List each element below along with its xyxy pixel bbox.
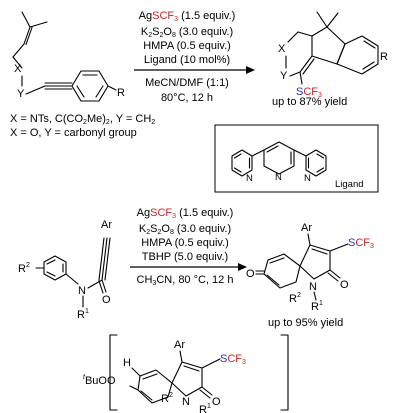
product2-o-left-label: O <box>246 268 255 280</box>
reaction2-conditions: AgSCF3 (1.5 equiv.) K2S2O8 (3.0 equiv.) … <box>130 207 247 287</box>
reaction1-product: R X Y SCF3 up to 87% yield <box>272 11 388 108</box>
note-x-nts: X = NTs, C(CO2Me)2, Y = CH2 <box>10 113 155 126</box>
reaction2-reagent-hmpa: HMPA (0.5 equiv.) <box>141 237 229 249</box>
reaction1-reagent-ligand: Ligand (10 mol%) <box>144 54 230 66</box>
reaction1-reagent-ag-scf3: AgSCF3 (1.5 equiv.) <box>139 10 236 23</box>
product1-scf3-label: SCF3 <box>296 86 322 99</box>
substrate2-o-label: O <box>102 294 111 306</box>
reaction1-yield: up to 87% yield <box>272 96 347 108</box>
ligand-label: Ligand <box>335 179 364 190</box>
reaction1-reagent-k2s2o8: K2S2O8 (3.0 equiv.) <box>141 26 233 39</box>
product2-n-label: N <box>309 281 317 293</box>
substrate1-y-label: Y <box>17 88 25 100</box>
reaction2-product: Ar SCF3 O N R1 O R2 up to 95% yield <box>246 222 374 329</box>
product2-ar-label: Ar <box>301 222 312 234</box>
reaction2-reagent-tbhp: TBHP (5.0 equiv.) <box>142 251 228 263</box>
substrate1-x-label: X <box>14 63 22 75</box>
reaction2-solvent-temp: CH3CN, 80 °C, 12 h <box>137 274 234 287</box>
product1-x-label: X <box>278 43 286 55</box>
ligand-n-center: N <box>275 172 282 183</box>
intermediate-h-label: H <box>123 357 131 369</box>
reaction1-conditions: AgSCF3 (1.5 equiv.) K2S2O8 (3.0 equiv.) … <box>134 10 255 104</box>
product2-o-right-label: O <box>340 279 349 291</box>
reaction2-reagent-k2s2o8: K2S2O8 (3.0 equiv.) <box>139 223 231 236</box>
ligand-n-left: N <box>246 173 253 184</box>
reaction1-temp-time: 80°C, 12 h <box>161 92 213 104</box>
intermediate-n-label: N <box>182 396 190 408</box>
reaction1-substrate: X Y R <box>12 11 125 102</box>
reaction1-notes: X = NTs, C(CO2Me)2, Y = CH2 X = O, Y = c… <box>10 113 155 139</box>
substrate2-n-label: N <box>78 285 86 297</box>
intermediate-o-label: O <box>212 396 221 408</box>
product2-scf3-label: SCF3 <box>348 237 374 250</box>
intermediate-ar-label: Ar <box>174 339 185 351</box>
intermediate-bracket: Ar SCF3 O N R1 H tBuOO R2 <box>83 334 289 413</box>
product1-r-label: R <box>380 51 388 63</box>
note-x-o: X = O, Y = carbonyl group <box>10 127 137 139</box>
reaction2-reagent-ag-scf3: AgSCF3 (1.5 equiv.) <box>137 207 234 220</box>
intermediate-tbuoo-label: tBuOO <box>83 374 116 387</box>
substrate2-ar-label: Ar <box>101 219 112 231</box>
ligand-n-right: N <box>304 173 311 184</box>
ligand-box: N N N Ligand <box>214 124 379 193</box>
substrate1-r-label: R <box>117 87 125 99</box>
reaction1-solvent: MeCN/DMF (1:1) <box>145 77 229 89</box>
reaction1-reagent-hmpa: HMPA (0.5 equiv.) <box>143 40 231 52</box>
intermediate-r1-label: R1 <box>199 403 211 413</box>
product2-r2-label: R2 <box>289 292 301 305</box>
intermediate-scf3-label: SCF3 <box>220 353 246 366</box>
product1-y-label: Y <box>280 70 288 82</box>
reaction2-substrate: R2 N R1 O Ar <box>18 219 112 321</box>
product2-r1-label: R1 <box>311 300 323 313</box>
substrate2-r1-label: R1 <box>77 308 89 321</box>
intermediate-r2-label: R2 <box>161 392 173 405</box>
reaction2-yield: up to 95% yield <box>268 317 343 329</box>
substrate2-r2-label: R2 <box>18 262 30 275</box>
